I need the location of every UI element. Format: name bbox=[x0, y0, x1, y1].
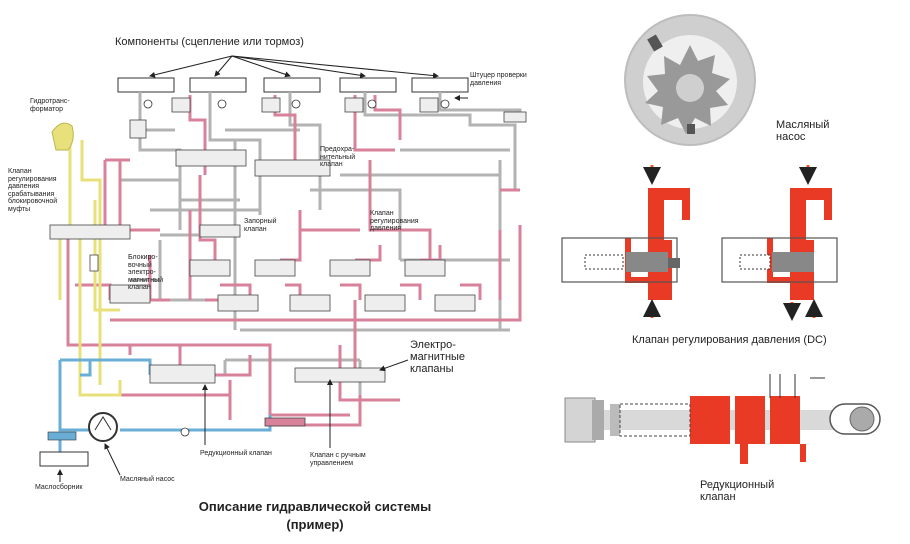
dc-valve-right bbox=[721, 165, 838, 321]
torque-converter-label: Гидротранс-форматор bbox=[30, 98, 70, 113]
component-boxes bbox=[117, 77, 469, 93]
check-valve-label: Запорный клапан bbox=[244, 218, 277, 233]
title-line1: Описание гидравлической системы bbox=[198, 499, 432, 514]
pink-lines bbox=[66, 95, 522, 427]
sump-label: Маслосборник bbox=[35, 484, 83, 491]
lock-solenoid-label: Блокиро-вочный электро-магнитный клапан bbox=[128, 254, 164, 292]
right-reducing-valve-label: Редукционный клапан bbox=[700, 479, 775, 503]
oil-pump-label: Масляный насос bbox=[776, 119, 830, 143]
pump-label: Масляный насос bbox=[120, 476, 175, 483]
label-arrows bbox=[57, 359, 409, 482]
relief-valve-label: Предохра-нительный клапан bbox=[320, 146, 356, 169]
components-label: Компоненты (сцепление или тормоз) bbox=[115, 36, 304, 48]
dc-valve-left bbox=[561, 165, 690, 318]
title-line2: (пример) bbox=[286, 517, 344, 532]
valve-blocks bbox=[49, 97, 527, 427]
oil-pump-circle bbox=[88, 412, 118, 442]
reducing-valve-label: Редукционный клапан bbox=[200, 450, 272, 457]
oil-pump-art bbox=[624, 14, 756, 146]
pressure-valve-label: Клапан регулирования давления bbox=[370, 210, 419, 233]
torque-converter-shape bbox=[51, 122, 74, 151]
solenoids-label: Электро-магнитные клапаны bbox=[410, 339, 466, 375]
test-port-label: Штуцер проверки давления bbox=[470, 72, 527, 87]
dc-valve-label: Клапан регулирования давления (DC) bbox=[632, 334, 827, 346]
gauge-marks bbox=[143, 99, 450, 437]
oil-sump-box bbox=[39, 451, 89, 467]
reducing-valve-art bbox=[564, 374, 881, 464]
manual-valve-label: Клапан с ручным управлением bbox=[310, 452, 366, 467]
component-arrows bbox=[149, 55, 439, 79]
lockup-valve-label: Клапан регулирования давления срабатыван… bbox=[8, 168, 58, 213]
